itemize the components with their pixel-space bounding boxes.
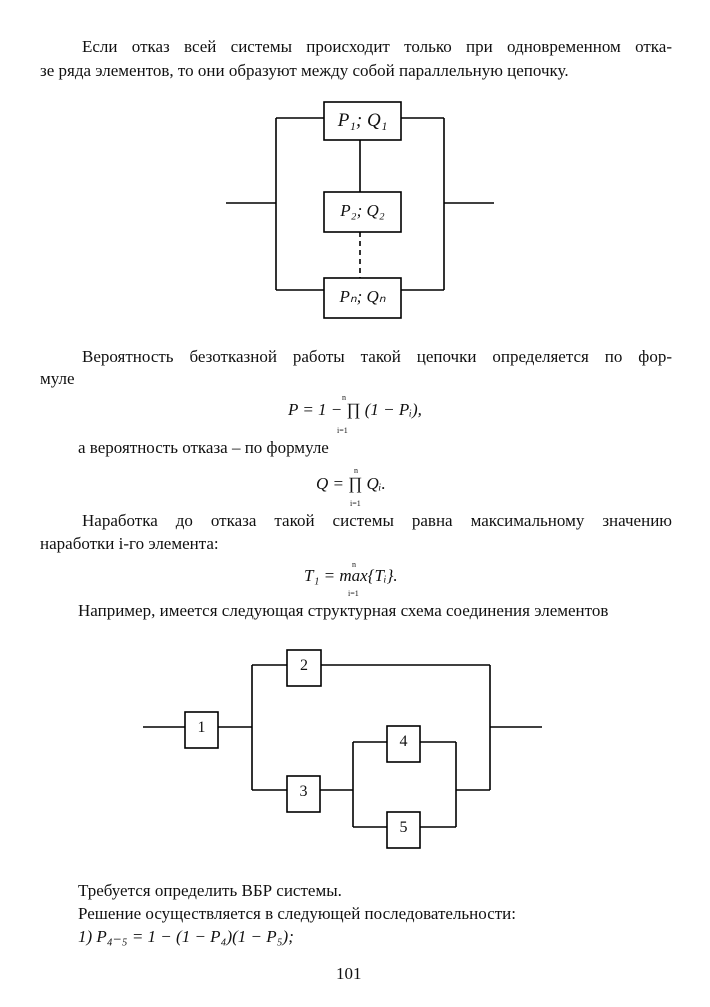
scheme-element-4: 4	[399, 733, 408, 750]
intro-line-2: зе ряда элементов, то они образуют между…	[40, 61, 569, 80]
formula-q-lower: i=1	[350, 499, 361, 508]
scheme-element-2: 2	[300, 657, 308, 674]
mttf-line-1: Наработка до отказа такой системы равна …	[82, 511, 672, 530]
solution-text-span: Решение осуществляется в следующей после…	[78, 904, 516, 923]
failure-text-span: а вероятность отказа – по формуле	[78, 438, 329, 457]
page-number: 101	[336, 964, 362, 983]
step-1-formula: 1) P₄₋₅ = 1 − (1 − P₄)(1 − P₅);	[78, 926, 294, 948]
formula-p: P = 1 − ∏ (1 − Pᵢ),	[288, 400, 422, 419]
probability-line-1: Вероятность безотказной работы такой цеп…	[82, 347, 672, 366]
formula-t-upper: n	[352, 560, 356, 569]
example-text-span: Например, имеется следующая структурная …	[78, 601, 609, 620]
probability-paragraph: Вероятность безотказной работы такой цеп…	[40, 346, 672, 390]
intro-paragraph: Если отказ всей системы происходит тольк…	[40, 36, 672, 80]
step-1-formula-span: 1) P₄₋₅ = 1 − (1 − P₄)(1 − P₅);	[78, 927, 294, 946]
formula-t-lower: i=1	[348, 589, 359, 598]
probability-paragraph-cont: муле	[40, 368, 75, 390]
mttf-line-2: наработки i-го элемента:	[40, 534, 219, 553]
probability-line-2: муле	[40, 369, 75, 388]
scheme-element-1: 1	[197, 719, 206, 736]
intro-paragraph-cont: зе ряда элементов, то они образуют между…	[40, 60, 680, 82]
formula-t: T₁ = max{Tᵢ}.	[304, 566, 398, 585]
mttf-paragraph-cont: наработки i-го элемента:	[40, 533, 219, 555]
formula-p-upper: n	[342, 393, 346, 402]
task-text-span: Требуется определить ВБР системы.	[78, 881, 342, 900]
scheme-element-3: 3	[299, 783, 308, 800]
mttf-paragraph: Наработка до отказа такой системы равна …	[40, 510, 672, 554]
element-2-label: P₂; Q₂	[340, 201, 385, 220]
task-text: Требуется определить ВБР системы.	[78, 880, 342, 902]
intro-line-1: Если отказ всей системы происходит тольк…	[82, 37, 672, 56]
scheme-element-5: 5	[399, 819, 408, 836]
element-1-label: P₁; Q₁	[337, 110, 388, 131]
example-text: Например, имеется следующая структурная …	[78, 600, 608, 622]
formula-p-lower: i=1	[337, 426, 348, 435]
formula-q-upper: n	[354, 466, 358, 475]
element-n-label: Pₙ; Qₙ	[339, 287, 386, 306]
failure-text: а вероятность отказа – по формуле	[78, 437, 329, 459]
solution-text: Решение осуществляется в следующей после…	[78, 903, 516, 925]
formula-q: Q = ∏ Qᵢ.	[316, 474, 386, 493]
